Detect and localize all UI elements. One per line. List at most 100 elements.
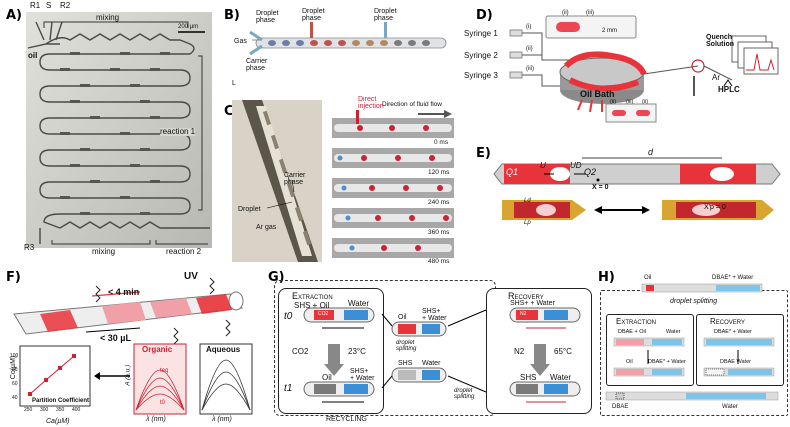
h-bottom-right: Water	[722, 404, 738, 410]
lp-label: Lp	[524, 220, 531, 226]
inset-ii: (ii)	[562, 10, 569, 16]
xtick-400: 400	[72, 407, 81, 413]
inlet-s: S	[46, 1, 52, 10]
water-label: Water	[348, 299, 370, 308]
q2-label: Q2	[584, 167, 597, 177]
h-ext-bottom-right: DBAE* + Water	[648, 359, 686, 365]
mid-shsplus: SHS+ + Water	[422, 308, 447, 322]
co2-arrow-label: CO2	[292, 347, 309, 356]
port-ii: (ii)	[526, 46, 533, 52]
reaction2-label: reaction 2	[166, 247, 202, 256]
inlet-r2: R2	[60, 1, 71, 10]
shsplus-water-ext: SHS+ + Water	[350, 368, 375, 382]
port-iii: (iii)	[526, 66, 534, 72]
panel-h: H) Oil DBAE* + Water droplet splitting E…	[596, 264, 790, 427]
lambda-organic: λ (nm)	[146, 416, 166, 423]
oil-bath-setup	[509, 15, 779, 123]
mixing-bottom-label: mixing	[92, 247, 116, 256]
u-label: U	[540, 161, 546, 170]
droplets-b	[268, 40, 430, 46]
t0-ext: t0	[284, 311, 293, 322]
x0-label: X = 0	[592, 184, 609, 191]
panel-g: G) Extraction	[264, 264, 594, 427]
mid-shs: SHS	[398, 360, 413, 367]
h-oil-top: Oil	[644, 275, 652, 281]
carrier-phase-c: Carrier phase	[284, 172, 306, 186]
droplet-phase-mid: Droplet phase	[302, 8, 325, 22]
rec-shs: SHS	[520, 373, 537, 382]
rec-n2-tube: N2	[520, 311, 527, 317]
h-dbae-water-top: DBAE* + Water	[712, 275, 754, 281]
droplet-phase-right: Droplet phase	[374, 8, 397, 22]
ytick-100: 100	[10, 353, 19, 359]
ld-label: Ld	[524, 198, 531, 204]
organic-label: Organic	[142, 345, 173, 354]
droplet-channel-schematic	[249, 22, 447, 56]
inset-iii: (iii)	[586, 10, 594, 16]
n2-arrow-label: N2	[514, 347, 525, 356]
xp0-label: X'p = 0	[704, 204, 726, 211]
splitting-1: droplet splitting	[396, 340, 417, 352]
oil-bath-label: Oil Bath	[580, 89, 615, 99]
direct-injection-label: Direct injection	[358, 96, 384, 110]
time-0: 0 ms	[434, 139, 449, 146]
droplet-photo	[232, 100, 454, 262]
panel-a: A)	[0, 0, 218, 262]
h-splitting: droplet splitting	[670, 298, 718, 305]
uv-label: UV	[184, 271, 198, 282]
droplet-motion-schematic	[493, 157, 781, 220]
direction-label: Direction of fluid flow	[382, 101, 442, 108]
shs-oil-label: SHS + Oil	[294, 301, 330, 310]
ar-label: Ar	[712, 73, 720, 82]
volume-label: < 30 µL	[100, 333, 131, 343]
partition-label: Partition Coefficient	[32, 398, 90, 404]
mid-oil: Oil	[398, 314, 407, 321]
rec-shsplus-water: SHS+ + Water	[510, 300, 555, 307]
co2-in-tube: CO2	[318, 311, 329, 317]
mixing-top-label: mixing	[96, 13, 120, 22]
h-ext-top-right: Water	[666, 329, 681, 335]
oil-label: oil	[28, 51, 38, 60]
splitting-2: droplet splitting	[454, 388, 475, 400]
q1-label: Q1	[506, 167, 519, 177]
scale-bar-label: 200 µm	[178, 24, 199, 30]
time-4min: < 4 min	[108, 287, 140, 297]
panel-c: C)	[222, 96, 456, 266]
t0-label: t0	[160, 400, 166, 406]
dbae-schematic	[605, 283, 779, 401]
syringe3: Syringe 3	[464, 71, 498, 80]
time-480: 480 ms	[428, 258, 450, 265]
h-rec-top-left: DBAE* + Water	[714, 329, 752, 335]
rec-water: Water	[550, 373, 572, 382]
syringe2: Syringe 2	[464, 51, 498, 60]
h-recovery-title: Recovery	[710, 317, 746, 326]
panel-a-label: A)	[6, 8, 23, 23]
panel-f: F)	[0, 264, 262, 427]
scale-2mm: 2 mm	[602, 28, 617, 34]
h-ext-bottom-left: Oil	[626, 359, 633, 365]
time-120: 120 ms	[428, 169, 450, 176]
d-label: d	[648, 147, 654, 157]
temp-23: 23°C	[348, 347, 366, 356]
panel-b-label: B)	[224, 8, 240, 23]
temp-65: 65°C	[554, 347, 572, 356]
bottom-inset-ii-b: (ii)	[642, 99, 649, 105]
lambda-aqueous: λ (nm)	[212, 416, 232, 423]
oil-ext: Oil	[322, 373, 332, 382]
droplet-phase-left: Droplet phase	[256, 10, 279, 24]
droplets	[60, 52, 170, 215]
xtick-250: 250	[24, 407, 33, 413]
extraction-title: Extraction	[292, 291, 333, 301]
panel-d: D) Syringe 1 Syringe 2 Syringe 3 (i) (	[462, 0, 790, 138]
shs-cycle-schematic	[303, 307, 581, 403]
panel-d-label: D)	[476, 8, 493, 23]
xtick-300: 300	[40, 407, 49, 413]
recovery-title: Recovery	[508, 291, 544, 301]
h-bottom-left: DBAE	[612, 404, 629, 410]
t1-ext: t1	[284, 383, 293, 394]
syringe1: Syringe 1	[464, 29, 498, 38]
h-ext-top-left: DBAE + Oil	[618, 329, 646, 335]
ytick-60: 60	[12, 381, 18, 387]
panel-f-label: F)	[6, 270, 21, 285]
bottom-inset-iii: (iii)	[626, 99, 634, 105]
